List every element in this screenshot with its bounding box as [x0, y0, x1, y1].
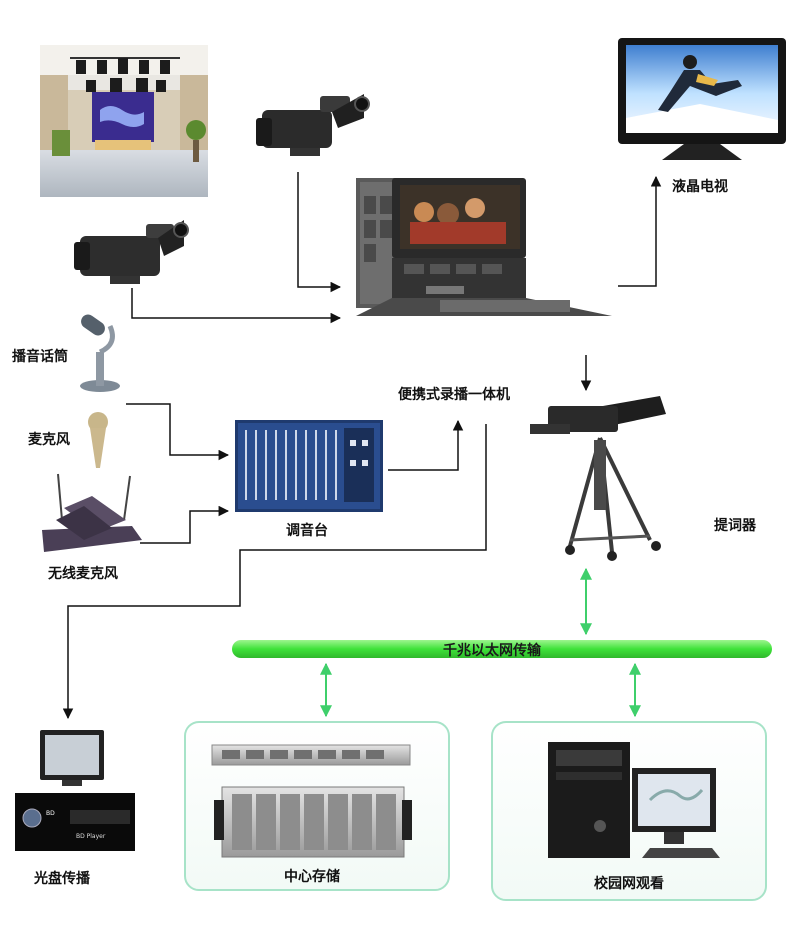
line-wireless-to-mixer	[140, 505, 230, 544]
microphone-label: 麦克风	[28, 432, 70, 448]
studio-stage-image	[40, 45, 208, 197]
wireless-mic-label: 无线麦克风	[48, 566, 118, 582]
dvd-player-image: BD BD Player	[15, 793, 135, 851]
audio-mixer-image	[235, 420, 383, 512]
line-mixer-to-recorder	[388, 419, 464, 471]
camcorder-left	[74, 220, 189, 284]
camcorder-top	[256, 94, 370, 156]
teleprompter-image	[530, 396, 666, 561]
campus-viewing-label: 校园网观看	[594, 876, 664, 892]
mixer-label: 调音台	[286, 523, 328, 539]
lcd-tv-label: 液晶电视	[672, 179, 728, 195]
line-recorder-to-tv	[618, 175, 662, 287]
broadcast-microphone-image	[80, 314, 120, 392]
line-recorder-to-disc	[62, 424, 487, 720]
handheld-microphone-image	[88, 412, 108, 468]
portable-recorder-label: 便携式录播一体机	[398, 387, 510, 403]
rack-server-3u-image	[214, 786, 412, 858]
line-camera-left-to-recorder	[131, 288, 342, 324]
desktop-pc-image	[548, 742, 720, 858]
gigabit-ethernet-label: 千兆以太网传输	[443, 643, 541, 659]
gigabit-ethernet-bar	[232, 640, 772, 658]
disc-broadcast-label: 光盘传播	[34, 871, 90, 887]
small-tv-image	[40, 730, 104, 786]
line-mic-to-mixer	[126, 403, 230, 461]
teleprompter-label: 提词器	[714, 518, 756, 534]
dvd-panel-text: BD	[46, 810, 55, 817]
lcd-tv-image	[618, 38, 786, 160]
dvd-player-text: BD Player	[76, 833, 106, 840]
broadcast-mic-label: 播音话筒	[12, 349, 68, 365]
line-camera-top-to-recorder	[297, 172, 342, 293]
portable-recorder-image	[356, 178, 612, 316]
rack-server-1u-image	[211, 744, 411, 766]
wireless-microphone-image	[42, 473, 142, 552]
central-storage-label: 中心存储	[284, 869, 340, 885]
